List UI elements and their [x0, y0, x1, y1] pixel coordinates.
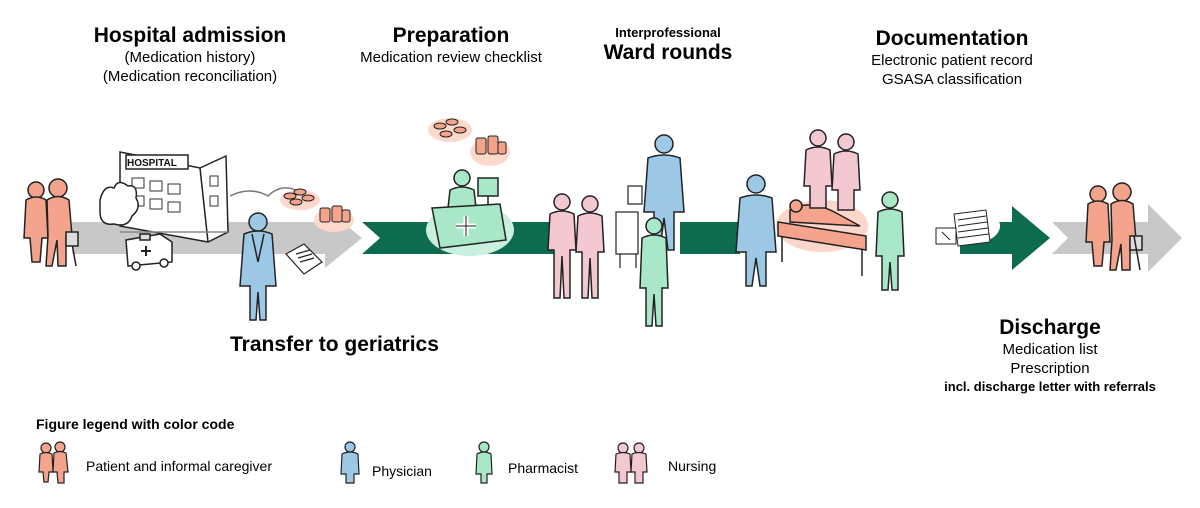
step-preparation: Preparation Medication review checklist [336, 24, 566, 67]
medical-cart-icon [615, 185, 643, 268]
legend-label: Nursing [668, 458, 717, 474]
medication-icon-preparation [428, 118, 510, 166]
step-note: incl. discharge letter with referrals [944, 379, 1156, 394]
physician-transfer [239, 212, 277, 321]
step-title: Documentation [875, 27, 1029, 50]
step-hospital-admission: Hospital admission (Medication history) … [70, 24, 310, 86]
step-line: GSASA classification [881, 71, 1023, 88]
medication-icon-transfer [280, 188, 354, 232]
step-line: (Medication reconciliation) [102, 68, 278, 85]
step-line: Prescription [1010, 360, 1090, 377]
step-title: Hospital admission [93, 24, 287, 47]
step-line: (Medication history) [124, 49, 256, 66]
physician-documentation [735, 174, 777, 287]
step-documentation: Documentation Electronic patient record … [832, 27, 1072, 89]
legend-label: Pharmacist [508, 460, 579, 476]
step-discharge: Discharge Medication list Prescription i… [900, 316, 1200, 395]
nursing-pair-documentation [803, 129, 861, 211]
step-title: Transfer to geriatrics [230, 333, 439, 356]
step-line: Medication review checklist [360, 49, 542, 66]
nursing-pair-wardrounds [547, 193, 605, 299]
step-line: Medication list [1002, 341, 1098, 358]
hospital-sign: HOSPITAL [127, 158, 177, 169]
step-transfer: Transfer to geriatrics [230, 333, 490, 357]
patient-caregiver-right [1085, 182, 1143, 271]
physician-icon [340, 441, 360, 484]
arrow-wardrounds [680, 222, 740, 254]
legend-label: Physician [372, 463, 432, 479]
hospital-icon: HOSPITAL [99, 151, 301, 243]
step-line: Electronic patient record [871, 52, 1033, 69]
hospital-bed-icon [776, 199, 868, 276]
step-title: Discharge [999, 316, 1101, 339]
step-kicker: Interprofessional [615, 25, 721, 40]
step-ward-rounds: Interprofessional Ward rounds [588, 25, 748, 65]
pharmacist-icon [475, 441, 493, 484]
pharmacist-wardrounds [639, 217, 669, 327]
records-stack-icon [935, 208, 1000, 247]
nursing-icon [614, 442, 648, 484]
legend-label: Patient and informal caregiver [86, 458, 272, 474]
clipboard-icon [285, 243, 323, 275]
pharmacist-desk [426, 169, 514, 256]
ambulance-icon [125, 233, 173, 271]
pharmacist-documentation [875, 191, 905, 291]
step-title: Ward rounds [603, 41, 733, 64]
patient-caregiver-left [23, 178, 79, 267]
patient-caregiver-icon [38, 441, 69, 484]
step-title: Preparation [392, 24, 510, 47]
legend-title: Figure legend with color code [36, 416, 235, 432]
